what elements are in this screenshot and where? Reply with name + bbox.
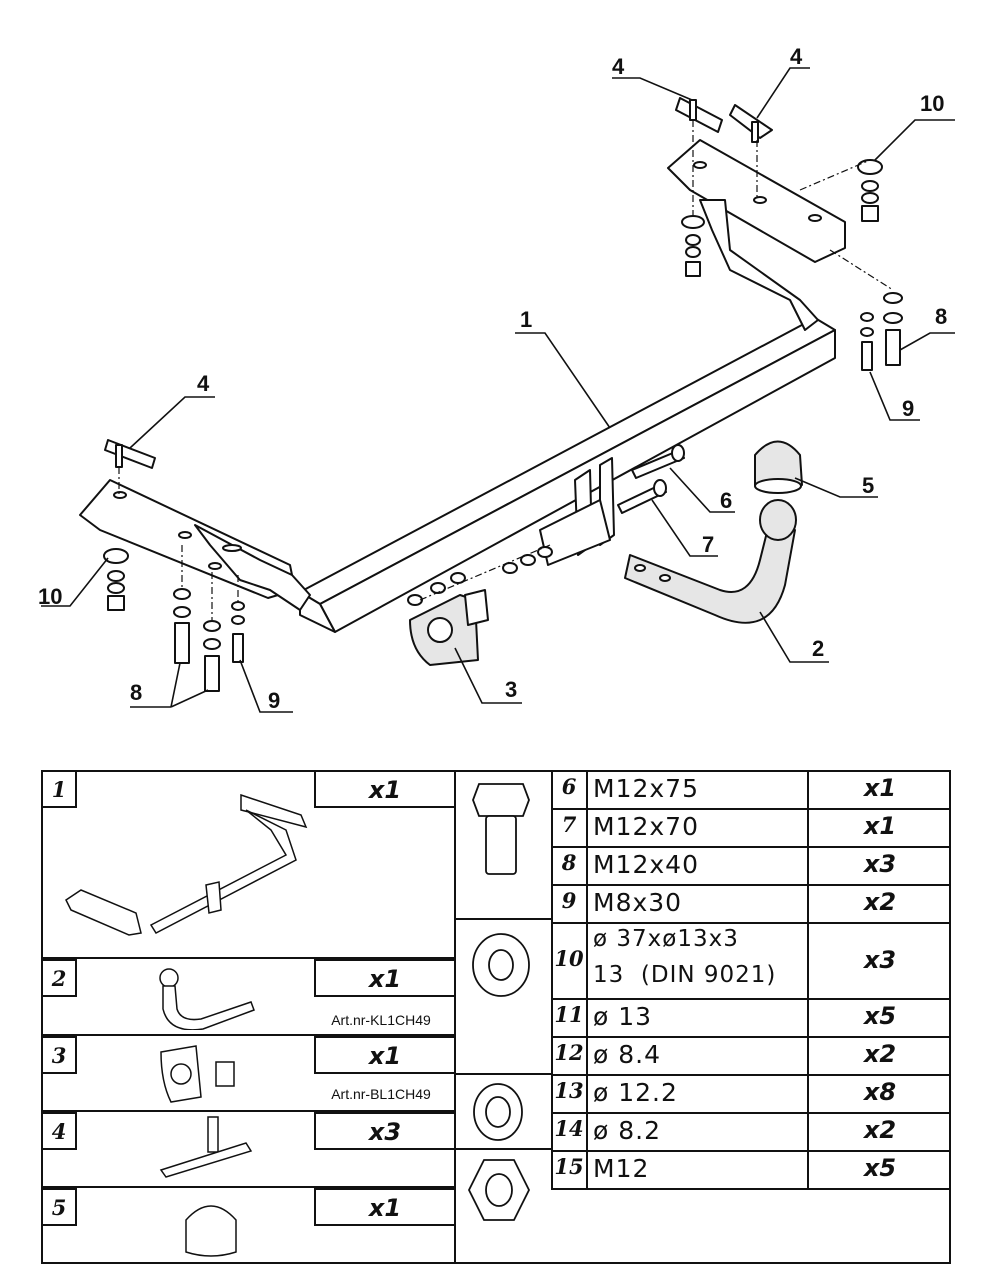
fastener-spec-12: ø 8.4	[593, 1040, 662, 1069]
parts-list-table: 1 x1 2 x1 Art.nr-KL1CH49 3 x1 Art.nr-BL1…	[41, 770, 951, 1264]
callout-4-top-left: 4	[612, 54, 625, 79]
fastener-number-12: 12	[554, 1040, 584, 1065]
article-number-2: Art.nr-KL1CH49	[331, 1012, 431, 1028]
part-number-5: 5	[41, 1188, 77, 1226]
callout-4-left: 4	[197, 371, 210, 396]
fastener-number-7: 7	[561, 812, 577, 837]
callout-2: 2	[812, 636, 824, 661]
part-qty-2: x1	[314, 959, 456, 997]
fastener-number-15: 15	[554, 1154, 584, 1179]
fastener-number-8: 8	[561, 850, 577, 875]
fastener-qty-7: x1	[863, 812, 897, 840]
fastener-spec-10-din: 13 (DIN 9021)	[593, 962, 777, 988]
callout-4-top-right: 4	[790, 44, 803, 69]
socket-plate-thumbnail	[160, 1045, 235, 1103]
callout-9-right: 9	[902, 396, 914, 421]
bolts-6-7	[617, 444, 685, 514]
fastener-qty-15: x5	[863, 1154, 897, 1182]
row-divider	[454, 1073, 551, 1075]
nut-icon	[467, 1159, 531, 1221]
callout-8-left: 8	[130, 680, 142, 705]
fastener-qty-13: x8	[863, 1078, 897, 1106]
fastener-qty-14: x2	[863, 1116, 897, 1144]
fastener-qty-6: x1	[863, 774, 897, 802]
callout-6: 6	[720, 488, 732, 513]
col-divider	[586, 770, 588, 1190]
fastener-number-11: 11	[554, 1002, 584, 1027]
ball-cap-thumbnail	[185, 1205, 237, 1257]
fastener-spec-6: M12x75	[593, 774, 699, 803]
row-divider	[551, 1112, 951, 1114]
row-divider	[551, 808, 951, 810]
fastener-qty-12: x2	[863, 1040, 897, 1068]
fastener-spec-15: M12	[593, 1154, 650, 1183]
fastener-spec-7: M12x70	[593, 812, 699, 841]
row-divider	[551, 846, 951, 848]
tow-ball-cap	[754, 440, 803, 494]
fastener-qty-9: x2	[863, 888, 897, 916]
row-divider	[41, 1034, 456, 1036]
row-divider	[454, 1148, 551, 1150]
row-divider	[551, 998, 951, 1000]
fastener-spec-11: ø 13	[593, 1002, 653, 1031]
bolt-icon	[472, 783, 530, 875]
part-number-2: 2	[41, 959, 77, 997]
callout-5: 5	[862, 473, 874, 498]
row-divider	[551, 1074, 951, 1076]
row-divider	[41, 957, 456, 959]
part-number-4: 4	[41, 1112, 77, 1150]
fastener-qty-8: x3	[863, 850, 897, 878]
mounting-bracket-thumbnail	[159, 1116, 253, 1178]
col-divider	[807, 770, 809, 1190]
socket-plate	[409, 589, 489, 666]
fastener-spec-8: M12x40	[593, 850, 699, 879]
fastener-spec-10: ø 37xø13x3	[593, 926, 739, 952]
table-divider	[454, 770, 456, 1264]
tow-bar-crossbeam	[79, 139, 846, 633]
fastener-number-6: 6	[561, 774, 577, 799]
callout-10-left: 10	[38, 584, 62, 609]
mounting-bracket-4	[104, 97, 773, 469]
row-divider	[551, 884, 951, 886]
fastener-number-9: 9	[561, 888, 577, 913]
row-divider	[41, 1110, 456, 1112]
fastener-number-10: 10	[554, 946, 584, 971]
assembly-guide-lines	[118, 120, 894, 620]
crossbeam-thumbnail	[65, 793, 308, 936]
callout-3: 3	[505, 677, 517, 702]
callout-8-right: 8	[935, 304, 947, 329]
fastener-spec-table	[551, 770, 951, 1190]
flat-washer-icon	[472, 933, 530, 997]
part-qty-3: x1	[314, 1036, 456, 1074]
exploded-assembly-diagram: 1 2 3 4 4 4 5 6 7 8 8 9 9 10 10	[38, 44, 955, 713]
fastener-number-13: 13	[554, 1078, 584, 1103]
row-divider	[551, 1150, 951, 1152]
part-qty-4: x3	[314, 1112, 456, 1150]
fastener-spec-14: ø 8.2	[593, 1116, 662, 1145]
fastener-qty-11: x5	[863, 1002, 897, 1030]
part-qty-5: x1	[314, 1188, 456, 1226]
callout-1: 1	[520, 307, 532, 332]
row-divider	[551, 922, 951, 924]
fastener-number-14: 14	[554, 1116, 584, 1141]
part-number-3: 3	[41, 1036, 77, 1074]
fastener-spec-9: M8x30	[593, 888, 683, 917]
article-number-3: Art.nr-BL1CH49	[331, 1086, 431, 1102]
part-number-1: 1	[41, 770, 77, 808]
spring-washer-icon	[473, 1083, 523, 1141]
row-divider	[454, 918, 551, 920]
row-divider	[41, 1186, 456, 1188]
tow-ball-neck	[624, 499, 797, 624]
row-divider	[551, 1036, 951, 1038]
callout-10-right: 10	[920, 91, 944, 116]
callout-9-left: 9	[268, 688, 280, 713]
leader-lines	[41, 67, 955, 713]
fastener-qty-10: x3	[863, 946, 897, 974]
part-qty-1: x1	[314, 770, 456, 808]
tow-ball-neck-thumbnail	[159, 968, 255, 1030]
callout-7: 7	[702, 532, 714, 557]
fastener-spec-13: ø 12.2	[593, 1078, 678, 1107]
